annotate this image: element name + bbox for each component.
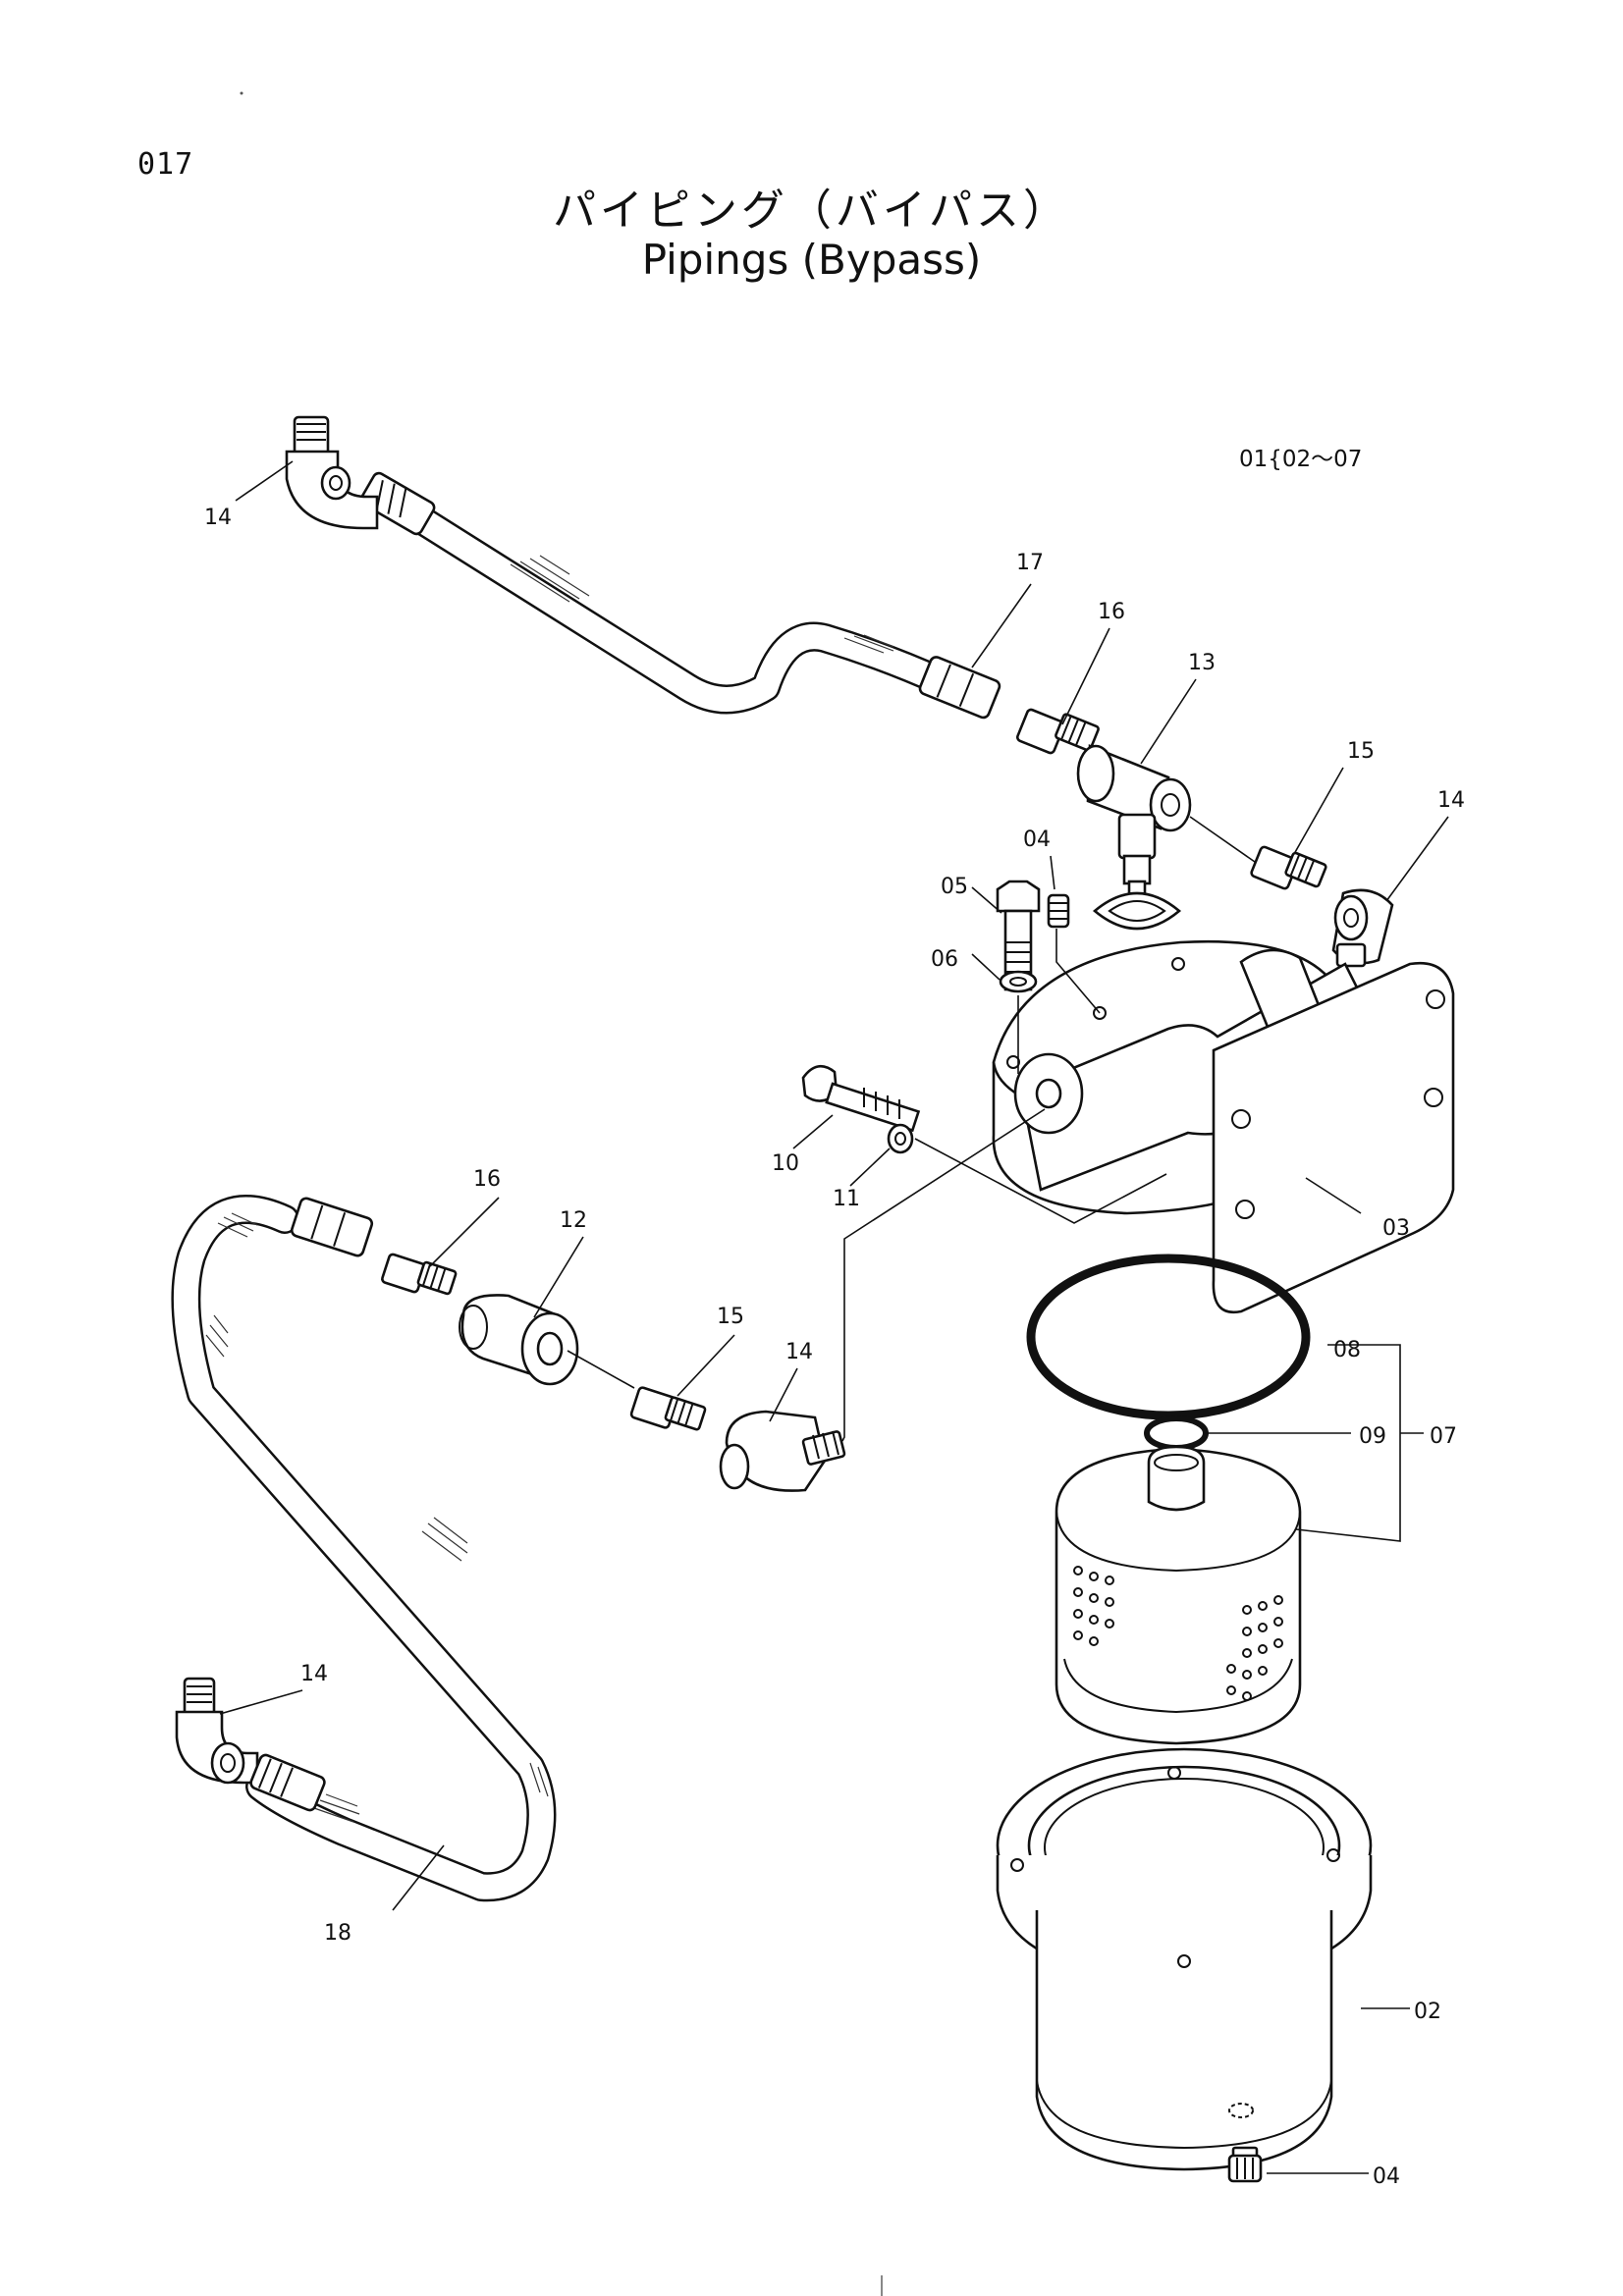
filter-element-07 — [1055, 1445, 1302, 1745]
adapter-15-right — [1250, 845, 1327, 890]
callout-10: 10 — [772, 1151, 799, 1176]
callout-14-bottom-left: 14 — [300, 1662, 328, 1686]
washer-06 — [999, 970, 1038, 993]
callout-16-top: 16 — [1098, 600, 1125, 624]
callout-14-top-left: 14 — [204, 506, 232, 530]
plug-04-top — [1047, 893, 1070, 929]
callout-15-mid: 15 — [717, 1305, 744, 1329]
callout-18: 18 — [324, 1921, 352, 1946]
callout-06: 06 — [931, 947, 958, 972]
leader-lines — [219, 460, 1449, 2174]
upper-hose-assembly — [359, 471, 1001, 720]
callout-05: 05 — [941, 875, 968, 899]
callout-13: 13 — [1188, 651, 1216, 675]
o-ring-09 — [1144, 1415, 1209, 1451]
o-ring-08 — [1026, 1254, 1311, 1420]
elbow-fitting-14-right — [1331, 888, 1394, 968]
filter-perforations — [1073, 1566, 1283, 1701]
drain-plug-04-bottom — [1227, 2146, 1263, 2183]
elbow-fitting-14-mid — [719, 1410, 846, 1492]
filter-head-03 — [992, 939, 1455, 1314]
page-title-japanese: パイピング（バイパス） — [552, 186, 1071, 236]
page-number: 017 — [137, 147, 194, 182]
hose-end-fitting-17 — [918, 656, 1001, 720]
callout-12: 12 — [560, 1208, 587, 1233]
callout-17: 17 — [1016, 551, 1044, 575]
adapter-15-mid — [629, 1386, 707, 1431]
hose-end-fitting-left-upper — [290, 1197, 374, 1257]
callout-04-bottom: 04 — [1373, 2164, 1400, 2189]
callout-11: 11 — [833, 1187, 860, 1211]
callout-03: 03 — [1382, 1216, 1410, 1241]
tee-fitting-13 — [1076, 744, 1192, 931]
callout-16-left: 16 — [473, 1167, 501, 1192]
callout-14-right: 14 — [1437, 788, 1465, 813]
bolt-10 — [801, 1064, 921, 1133]
callout-08: 08 — [1333, 1338, 1361, 1362]
washer-11 — [887, 1123, 914, 1154]
lower-hose-18 — [171, 1195, 557, 1902]
callout-02: 02 — [1414, 2000, 1441, 2024]
callout-09: 09 — [1359, 1424, 1386, 1449]
scan-artifacts — [240, 91, 883, 2296]
assembly-note: 01{02〜07 — [1239, 447, 1363, 472]
adapter-16-top — [1015, 708, 1100, 755]
elbow-fitting-14-bottom-left — [175, 1677, 259, 1785]
hose-end-fitting-left-lower — [249, 1753, 326, 1812]
callout-15-right: 15 — [1347, 739, 1375, 764]
check-valve-12 — [459, 1294, 579, 1386]
callout-labels: 14 17 16 13 15 14 04 05 06 10 11 03 16 1… — [204, 506, 1465, 2189]
page-title-english: Pipings (Bypass) — [641, 236, 982, 284]
callout-04-top: 04 — [1023, 828, 1051, 852]
callout-14-mid: 14 — [785, 1340, 813, 1364]
hose-end-fitting — [359, 471, 436, 536]
callout-07: 07 — [1430, 1424, 1457, 1449]
adapter-16-left — [381, 1253, 458, 1296]
elbow-fitting-14-top-left — [285, 415, 379, 530]
filter-case-02 — [996, 1747, 1373, 2171]
